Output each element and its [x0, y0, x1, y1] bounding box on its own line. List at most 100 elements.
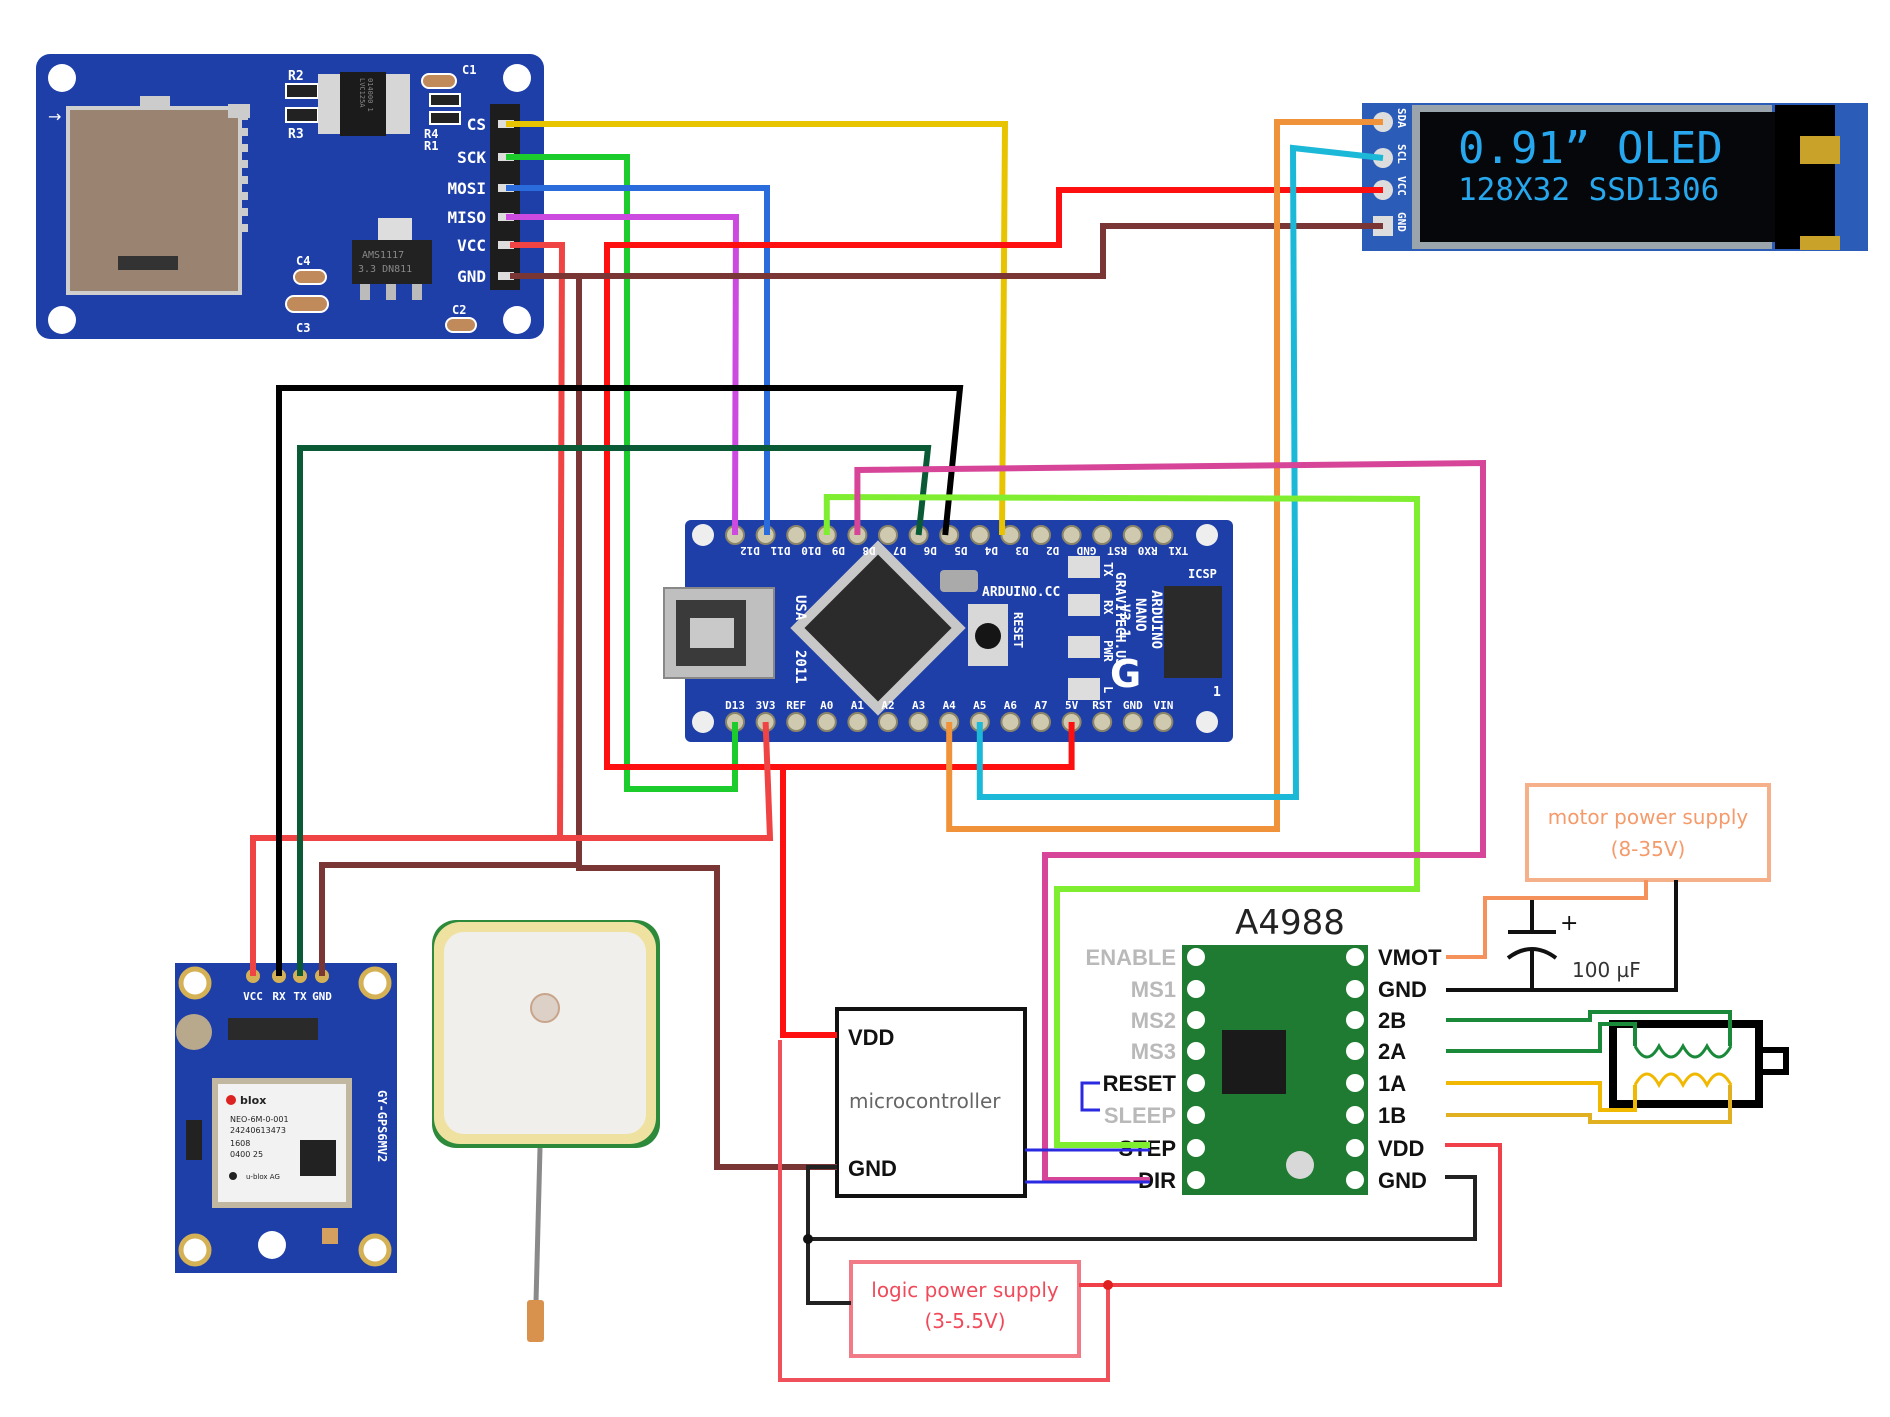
nano-pin — [1031, 525, 1051, 545]
chip-markings: LVC125A 014000 1 — [358, 78, 374, 112]
nano-top-pin-label-group: D11 — [770, 544, 790, 557]
tx-label: TX — [1101, 562, 1115, 577]
stepper-motor — [1609, 1020, 1789, 1108]
a4988-pin — [1346, 1042, 1364, 1060]
sd-pin-label-cs: CS — [467, 115, 486, 134]
nano-pin-label-tx1: TX1 — [1168, 544, 1188, 557]
slot-contacts — [240, 112, 248, 232]
mount-hole — [503, 64, 531, 92]
logic-power-supply: logic power supply (3-5.5V) — [849, 1260, 1081, 1358]
a4988-pin — [1187, 948, 1205, 966]
usa-text: USA — [792, 595, 808, 621]
oled-pin-label-group: SDA — [1395, 108, 1408, 128]
logic-ps-label: logic power supply — [871, 1278, 1059, 1302]
gps-dot — [229, 1172, 237, 1180]
a4988-left-label-ms3: MS3 — [1131, 1039, 1176, 1064]
a4988-right-label-2b: 2B — [1378, 1008, 1406, 1033]
microcontroller-box: VDD microcontroller GND — [835, 1007, 1027, 1198]
usa-label: USA — [792, 595, 808, 621]
cap-polarity: + — [1560, 911, 1578, 936]
nano-pin — [1122, 525, 1143, 545]
nano-pin-label-d2: D2 — [1046, 544, 1059, 557]
wire-1a — [1446, 1081, 1637, 1112]
wire-step — [823, 493, 1420, 1148]
nano-pin — [1061, 525, 1082, 545]
nano-pin-label-a7: A7 — [1034, 699, 1047, 712]
junction-dot — [803, 1234, 813, 1244]
nano-pin-label-d5: D5 — [954, 544, 967, 557]
oled-text-line1: 0.91” OLED — [1458, 123, 1723, 174]
oled-text-line2: 128X32 SSD1306 — [1458, 172, 1719, 208]
nano-pin-label-d4: D4 — [984, 544, 998, 557]
a4988-right-label-1a: 1A — [1378, 1071, 1406, 1096]
nano-pin — [1000, 712, 1021, 732]
a4988-pin — [1187, 1106, 1205, 1124]
label-r2: R2 — [288, 69, 304, 84]
nano-top-pin-label-group: RX0 — [1138, 544, 1158, 557]
reset-text: RESET — [1011, 612, 1025, 648]
nano-pin-label-a3: A3 — [912, 699, 925, 712]
junction-dot — [1103, 1280, 1113, 1290]
gps-eeprom — [186, 1120, 202, 1160]
antenna-ceramic — [444, 932, 646, 1134]
resistor — [429, 93, 461, 107]
nano-pin-label-ref: REF — [786, 699, 806, 712]
slot-latch — [118, 256, 178, 270]
label-r3: R3 — [288, 127, 304, 142]
nano-pin-label-a5: A5 — [973, 699, 986, 712]
mount-hole — [358, 1233, 392, 1267]
motor-shaft — [1757, 1047, 1789, 1075]
capacitor-c1 — [421, 73, 457, 89]
mount-hole — [1196, 524, 1218, 546]
nano-text: NANO — [1132, 598, 1148, 632]
a4988-pin — [1346, 948, 1364, 966]
current-pot — [1286, 1151, 1314, 1179]
capacitor-c3 — [285, 295, 329, 313]
nano-pin-label-3v3: 3V3 — [756, 699, 776, 712]
nano-pin-label-d9: D9 — [832, 544, 845, 557]
gravitech-label: GRAVITECH.US — [1112, 572, 1127, 666]
ams1117-regulator — [352, 240, 432, 284]
nano-pin-label-d3: D3 — [1015, 544, 1028, 557]
mount-hole — [48, 64, 76, 92]
wire-motor-gnd — [1446, 880, 1678, 992]
wire-oled-vcc — [604, 187, 1383, 770]
version-text: V3.1 — [1116, 604, 1132, 638]
a4988-pins: ENABLEMS1MS2MS3RESETSLEEPSTEPDIRVMOTGND2… — [1086, 945, 1443, 1193]
nano-pin — [847, 712, 868, 732]
nano-pin-label-d12: D12 — [740, 544, 760, 557]
gps-smd-parts — [228, 1018, 318, 1040]
nano-top-pin-label-group: TX1 — [1168, 544, 1188, 557]
arduino-cc-label: ARDUINO.CC — [982, 585, 1060, 600]
regulator-leg — [412, 284, 422, 300]
arduino-nano: ARDUINO.CC USA 2011 RESET TX RX PWR L GR… — [663, 520, 1233, 742]
oled-pin-label-sda: SDA — [1395, 108, 1408, 128]
wires — [250, 119, 1732, 1382]
antenna-cable — [533, 1147, 543, 1303]
a4988-pin — [1346, 1171, 1364, 1189]
wire-gps-tx — [297, 445, 932, 976]
ublox-text: blox — [240, 1094, 266, 1107]
regulator-text: AMS1117 — [362, 250, 404, 261]
wire-gnd-a4988 — [808, 1175, 1477, 1241]
mount-hole — [178, 1233, 212, 1267]
year-text: 2011 — [792, 650, 808, 684]
cap-value: 100 µF — [1572, 958, 1641, 982]
nano-top-pin-label-group: D7 — [893, 544, 906, 557]
sd-pin — [498, 272, 514, 280]
logic-ps-range: (3-5.5V) — [924, 1309, 1005, 1333]
arduino-label: ARDUINO — [1148, 590, 1164, 649]
tx-text: TX — [1101, 562, 1115, 577]
crystal — [940, 570, 978, 592]
wire-dir — [854, 459, 1486, 1183]
nano-top-pin-label-group: D10 — [801, 544, 821, 557]
nano-top-pin-label-group: D2 — [1046, 544, 1059, 557]
chip-text: LVC125A — [358, 78, 366, 108]
oled-pin-label-group: VCC — [1395, 176, 1408, 196]
icsp-header — [1164, 586, 1222, 678]
nano-top-pin-label-group: D8 — [862, 544, 875, 557]
regulator-tab — [378, 218, 412, 240]
a4988-right-label-vdd: VDD — [1378, 1136, 1424, 1161]
